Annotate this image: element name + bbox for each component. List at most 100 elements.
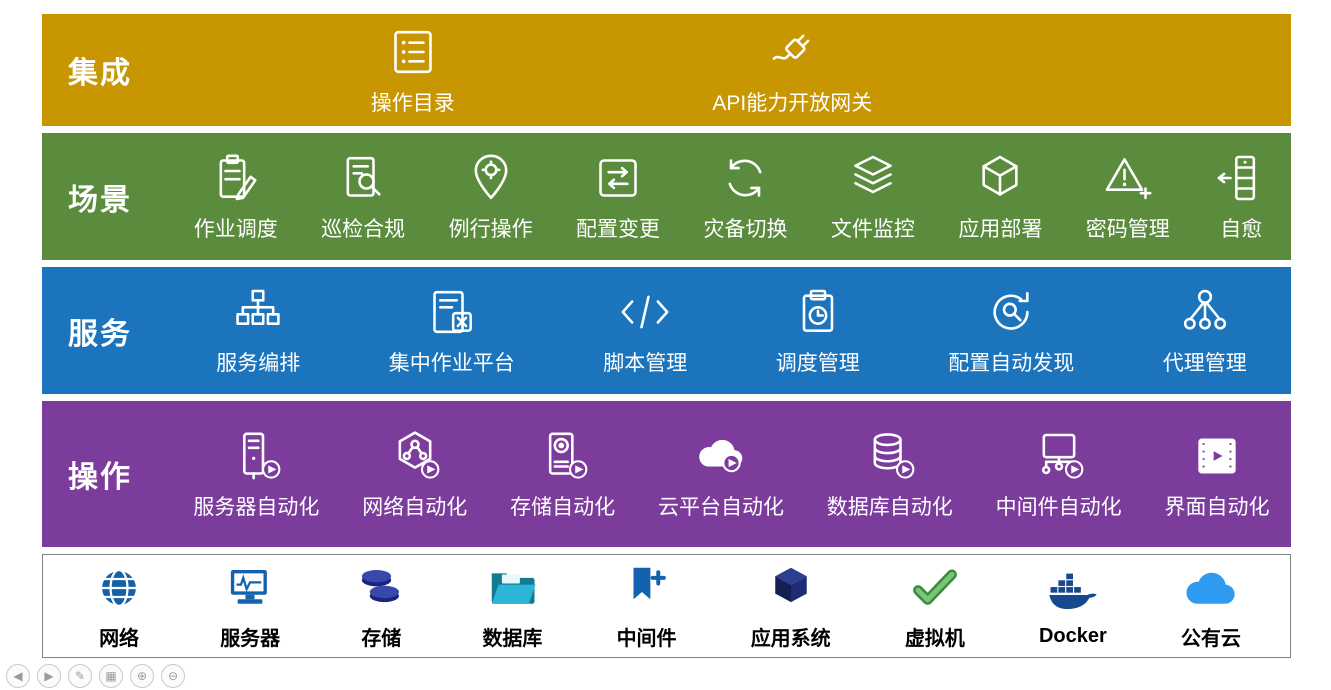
item-resource-vm: 虚拟机 — [905, 561, 965, 651]
item-label: 虚拟机 — [904, 628, 965, 650]
item-config-change: 配置变更 — [576, 150, 660, 243]
item-resource-database: 数据库 — [482, 561, 542, 651]
ui-automation-icon — [1189, 428, 1245, 484]
item-middleware-automation: 中间件自动化 — [996, 428, 1122, 521]
item-routine-ops: 例行操作 — [449, 150, 533, 243]
item-resource-docker: Docker — [1039, 564, 1107, 648]
server-automation-icon — [228, 428, 284, 484]
resource-vm-icon — [908, 561, 962, 615]
self-heal-icon — [1213, 150, 1269, 206]
item-label: 调度管理 — [775, 352, 860, 375]
band-integration: 集成操作目录 API能力开放网关 — [42, 14, 1291, 126]
resources-items: 网络 服务器 存储 数据库 中间件应用系统 虚拟机 Docker 公有云 — [43, 555, 1290, 657]
item-label: 脚本管理 — [603, 352, 688, 375]
storage-automation-icon — [535, 428, 591, 484]
item-catalog: 操作目录 — [371, 24, 455, 117]
band-label-scenarios: 场景 — [68, 183, 132, 217]
item-label: 作业调度 — [193, 218, 278, 241]
item-storage-automation: 存储自动化 — [510, 428, 615, 521]
item-label: 界面自动化 — [1164, 495, 1270, 519]
item-label: API能力开放网关 — [712, 91, 873, 115]
item-label: 应用部署 — [958, 218, 1043, 241]
band-resources: 网络 服务器 存储 数据库 中间件应用系统 虚拟机 Docker 公有云 — [42, 554, 1291, 658]
routine-ops-icon — [463, 150, 519, 206]
service-orchestration-icon — [230, 284, 286, 340]
band-operations: 操作服务器自动化网络自动化存储自动化云平台自动化数据库自动化中间件自动化界面自动… — [42, 401, 1291, 547]
item-central-job-platform: 集中作业平台 — [389, 284, 515, 377]
item-label: 存储自动化 — [510, 495, 616, 519]
viewer-controls: ◀ ▶ ✎ ▦ ⊕ ⊖ — [6, 664, 185, 688]
item-label: 密码管理 — [1085, 218, 1170, 241]
item-label: 灾备切换 — [703, 218, 788, 241]
resource-docker-icon — [1046, 564, 1100, 618]
config-discovery-icon — [983, 284, 1039, 340]
app-deploy-icon — [972, 150, 1028, 206]
agent-mgmt-icon — [1177, 284, 1233, 340]
schedule-mgmt-icon — [790, 284, 846, 340]
resource-middleware-icon — [620, 561, 674, 615]
database-automation-icon — [862, 428, 918, 484]
file-monitor-icon — [845, 150, 901, 206]
item-dr-switch: 灾备切换 — [703, 150, 787, 243]
item-label: 配置自动发现 — [948, 352, 1075, 375]
resource-public-cloud-icon — [1184, 561, 1238, 615]
integration-items: 操作目录 API能力开放网关 — [172, 14, 1291, 126]
item-label: 服务编排 — [216, 352, 301, 375]
band-label-services: 服务 — [68, 317, 132, 351]
item-label: 服务器 — [220, 628, 281, 650]
pen-tool-button[interactable]: ✎ — [68, 664, 92, 688]
config-change-icon — [590, 150, 646, 206]
item-resource-middleware: 中间件 — [617, 561, 677, 651]
operations-items: 服务器自动化 网络自动化 存储自动化 云平台自动化数据库自动化 中间件自动化界面自动化 — [172, 401, 1291, 547]
item-label: 服务器自动化 — [193, 495, 320, 519]
item-password: 密码管理 — [1086, 150, 1170, 243]
resource-server-icon — [223, 561, 277, 615]
item-label: 数据库自动化 — [826, 495, 953, 519]
central-job-platform-icon — [424, 284, 480, 340]
band-label-integration: 集成 — [68, 57, 132, 90]
inspection-icon — [335, 150, 391, 206]
item-ui-automation: 界面自动化 — [1164, 428, 1269, 521]
item-service-orchestration: 服务编排 — [216, 284, 300, 377]
item-label: 应用系统 — [750, 628, 831, 650]
item-file-monitor: 文件监控 — [831, 150, 915, 243]
item-label: 自愈 — [1220, 218, 1263, 241]
next-page-button[interactable]: ▶ — [37, 664, 61, 688]
scenarios-items: 作业调度 巡检合规例行操作 配置变更灾备切换 文件监控应用部署 密码管理 自愈 — [172, 133, 1291, 260]
services-items: 服务编排 集中作业平台脚本管理 调度管理 配置自动发现 代理管理 — [172, 267, 1291, 394]
cloud-automation-icon — [693, 428, 749, 484]
zoom-out-button[interactable]: ⊖ — [161, 664, 185, 688]
item-label: 网络自动化 — [362, 495, 468, 519]
layered-architecture-diagram: 集成操作目录 API能力开放网关场景作业调度 巡检合规例行操作 配置变更灾备切换 文件监… — [42, 14, 1291, 665]
item-label: 公有云 — [1180, 628, 1241, 650]
item-agent-mgmt: 代理管理 — [1163, 284, 1247, 377]
item-resource-storage: 存储 — [354, 561, 408, 651]
item-label: Docker — [1038, 625, 1107, 647]
item-cloud-automation: 云平台自动化 — [658, 428, 784, 521]
item-config-discovery: 配置自动发现 — [948, 284, 1074, 377]
resource-database-icon — [485, 561, 539, 615]
item-label: 例行操作 — [448, 218, 533, 241]
slide-grid-button[interactable]: ▦ — [99, 664, 123, 688]
zoom-in-button[interactable]: ⊕ — [130, 664, 154, 688]
item-label: 存储 — [361, 628, 402, 650]
item-app-deploy: 应用部署 — [958, 150, 1042, 243]
dr-switch-icon — [717, 150, 773, 206]
catalog-icon — [385, 24, 441, 80]
item-label: 网络 — [99, 628, 140, 650]
item-label: 操作目录 — [370, 91, 455, 115]
item-inspection: 巡检合规 — [321, 150, 405, 243]
resource-network-icon — [92, 561, 146, 615]
item-script-mgmt: 脚本管理 — [603, 284, 687, 377]
item-resource-public-cloud: 公有云 — [1181, 561, 1241, 651]
band-services: 服务服务编排 集中作业平台脚本管理 调度管理 配置自动发现 代理管理 — [42, 267, 1291, 394]
api-gateway-icon — [764, 24, 820, 80]
prev-page-button[interactable]: ◀ — [6, 664, 30, 688]
item-label: 代理管理 — [1162, 352, 1247, 375]
item-resource-network: 网络 — [92, 561, 146, 651]
script-mgmt-icon — [617, 284, 673, 340]
resource-app-system-icon — [764, 561, 818, 615]
password-icon — [1100, 150, 1156, 206]
item-self-heal: 自愈 — [1213, 150, 1269, 243]
